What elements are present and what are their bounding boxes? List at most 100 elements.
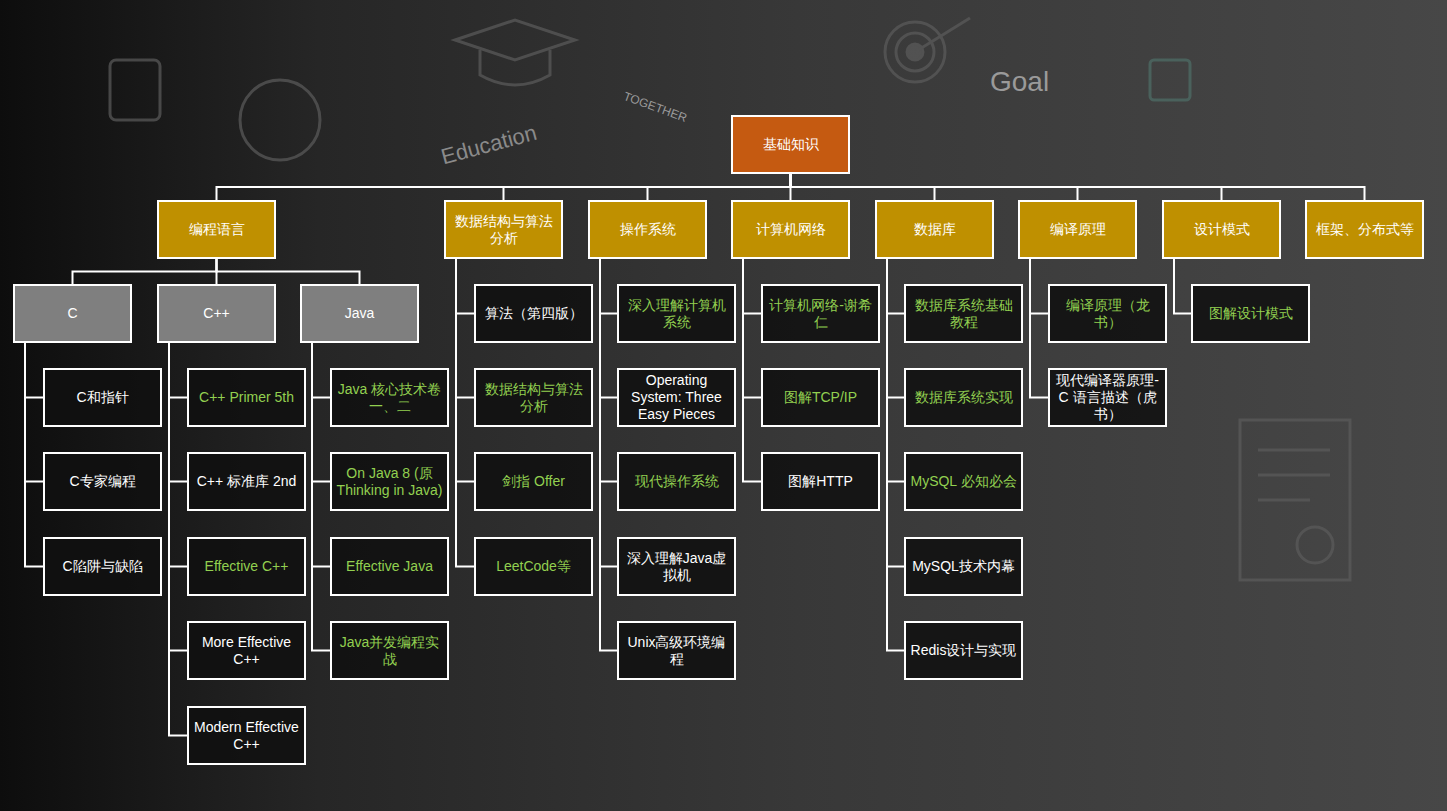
node-label: 算法（第四版） [485, 305, 583, 322]
book-box: 编译原理（龙书） [1048, 284, 1167, 343]
tree-connector [887, 259, 904, 482]
tree-connector [1174, 259, 1191, 314]
background-illustration [110, 18, 1350, 580]
book-box: Effective C++ [187, 537, 306, 596]
root-box: 基础知识 [731, 115, 850, 174]
target-arrow [915, 18, 970, 52]
node-label: Effective Java [346, 558, 433, 575]
tree-connector [743, 259, 761, 482]
tree-connector [312, 343, 330, 482]
document-line [1258, 449, 1330, 452]
tree-connector [456, 259, 474, 482]
book-box: 数据库系统基础教程 [904, 284, 1023, 343]
book-box: On Java 8 (原Thinking in Java) [330, 452, 449, 511]
language-box: Java [300, 284, 419, 343]
tree-connector [217, 174, 791, 200]
node-label: 数据结构与算法分析 [480, 381, 587, 415]
puzzle-piece [1150, 60, 1190, 100]
document-line [1258, 499, 1310, 502]
tree-connector [169, 343, 187, 736]
book-box: C专家编程 [43, 452, 162, 511]
node-label: 框架、分布式等 [1316, 221, 1414, 238]
tree-connector [600, 259, 617, 314]
book-box: 图解TCP/IP [761, 368, 880, 427]
tree-connector [600, 259, 617, 398]
node-label: C专家编程 [69, 473, 135, 490]
category-box: 编程语言 [157, 200, 276, 259]
node-label: 计算机网络 [756, 221, 826, 238]
tree-connector [887, 259, 904, 398]
category-box: 数据库 [875, 200, 994, 259]
node-label: C++ Primer 5th [199, 389, 294, 406]
node-label: 数据结构与算法分析 [450, 213, 557, 247]
book-box: 现代操作系统 [617, 452, 736, 511]
graduation-cap [455, 20, 575, 60]
tree-connector [743, 259, 761, 314]
node-label: On Java 8 (原Thinking in Java) [336, 465, 443, 499]
node-label: 图解设计模式 [1209, 305, 1293, 322]
book-box: More Effective C++ [187, 621, 306, 680]
document-seal [1297, 527, 1333, 563]
node-label: Modern Effective C++ [193, 719, 300, 753]
bulb-outline [240, 80, 320, 160]
node-label: Java并发编程实战 [336, 634, 443, 668]
tree-connector [887, 259, 904, 314]
tree-connector [25, 343, 43, 567]
node-label: More Effective C++ [193, 634, 300, 668]
node-label: C++ [203, 305, 229, 322]
node-label: 编译原理 [1050, 221, 1106, 238]
node-label: LeetCode等 [496, 558, 571, 575]
book-box: 数据库系统实现 [904, 368, 1023, 427]
tree-connector [1030, 259, 1048, 398]
node-label: Java 核心技术卷一、二 [336, 381, 443, 415]
book-box: 深入理解计算机系统 [617, 284, 736, 343]
watermark-text: Education [438, 120, 539, 170]
tree-connector [73, 259, 217, 284]
book-box: MySQL技术内幕 [904, 537, 1023, 596]
tree-connector [456, 259, 474, 398]
node-label: 现代操作系统 [635, 473, 719, 490]
book-box: 图解设计模式 [1191, 284, 1310, 343]
node-label: Effective C++ [205, 558, 289, 575]
tree-connector [312, 343, 330, 651]
node-label: MySQL技术内幕 [912, 558, 1015, 575]
node-label: 操作系统 [620, 221, 676, 238]
book-box: 计算机网络-谢希仁 [761, 284, 880, 343]
node-label: 计算机网络-谢希仁 [767, 297, 874, 331]
watermark-text: TOGETHER [622, 89, 689, 125]
tree-connector [887, 259, 904, 651]
node-label: 深入理解计算机系统 [623, 297, 730, 331]
node-label: Java [345, 305, 375, 322]
node-label: 剑指 Offer [502, 473, 565, 490]
node-label: C++ 标准库 2nd [197, 473, 297, 490]
tree-connector [169, 343, 187, 567]
tree-connector [25, 343, 43, 398]
book-box: 数据结构与算法分析 [474, 368, 593, 427]
node-label: C和指针 [76, 389, 128, 406]
tree-connector [456, 259, 474, 567]
tree-connector [25, 343, 43, 482]
news-sheet [110, 60, 160, 120]
tree-connector [456, 259, 474, 314]
book-box: Modern Effective C++ [187, 706, 306, 765]
watermark-text: Goal [990, 66, 1049, 98]
tree-connector [169, 343, 187, 651]
book-box: Java并发编程实战 [330, 621, 449, 680]
tree-connector [1030, 259, 1048, 314]
category-box: 操作系统 [588, 200, 707, 259]
book-box: 现代编译器原理-C 语言描述（虎书） [1048, 368, 1167, 427]
node-label: 深入理解Java虚拟机 [623, 550, 730, 584]
book-box: Java 核心技术卷一、二 [330, 368, 449, 427]
tree-connector [312, 343, 330, 398]
tree-connector [169, 343, 187, 398]
book-box: C++ Primer 5th [187, 368, 306, 427]
node-label: Unix高级环境编程 [623, 634, 730, 668]
book-box: Effective Java [330, 537, 449, 596]
book-box: C和指针 [43, 368, 162, 427]
node-label: 基础知识 [763, 136, 819, 153]
node-label: Redis设计与实现 [911, 642, 1017, 659]
tree-connector [887, 259, 904, 567]
book-box: C++ 标准库 2nd [187, 452, 306, 511]
tree-connector [169, 343, 187, 482]
document-sheet [1240, 420, 1350, 580]
